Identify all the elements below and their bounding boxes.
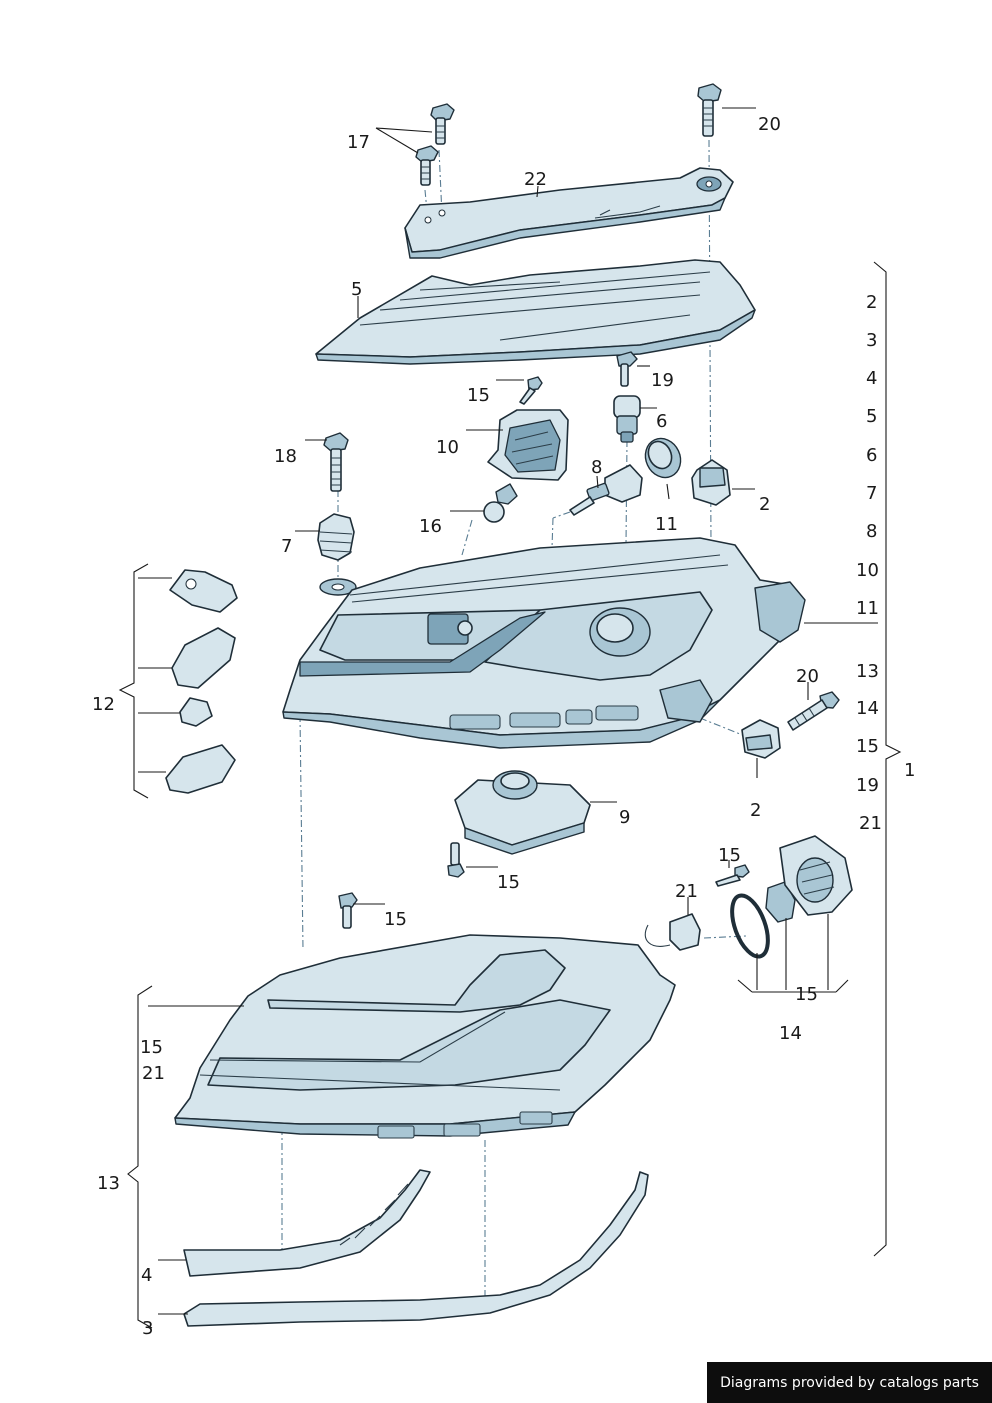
list-item: 4 <box>866 368 877 389</box>
list-item: 2 <box>866 292 877 313</box>
callout-17: 17 <box>347 132 370 153</box>
list-item: 8 <box>866 521 877 542</box>
callout-2-upper: 2 <box>759 494 770 515</box>
callout-21: 21 <box>675 881 698 902</box>
callout-13: 13 <box>97 1173 120 1194</box>
bulb-holder-6 <box>613 395 641 443</box>
callout-22: 22 <box>524 169 547 190</box>
screw-15-upper <box>519 376 543 405</box>
lower-housing <box>174 934 676 1139</box>
bolt-20-top <box>697 83 722 137</box>
list-item: 10 <box>856 560 879 581</box>
control-unit-9 <box>454 770 591 855</box>
bolt-20-right <box>787 691 840 731</box>
callout-15-left: 15 <box>384 909 407 930</box>
connector-2-upper <box>691 459 731 506</box>
credit-banner: Diagrams provided by catalogs parts <box>707 1362 992 1403</box>
clips-12 <box>165 569 238 794</box>
callout-9: 9 <box>619 807 630 828</box>
callout-15-group: 15 <box>795 984 818 1005</box>
callout-15-under-9: 15 <box>497 872 520 893</box>
leader-lines <box>138 107 878 1315</box>
bracket-22 <box>404 167 734 259</box>
callout-2-lower: 2 <box>750 800 761 821</box>
assembly-part-list: 2 3 4 5 6 7 8 10 11 13 14 15 19 21 <box>856 292 882 834</box>
callout-11: 11 <box>655 514 678 535</box>
list-item: 13 <box>856 661 879 682</box>
bolt-18 <box>323 432 349 492</box>
callout-8: 8 <box>591 457 602 478</box>
callout-4: 4 <box>141 1265 152 1286</box>
callout-18: 18 <box>274 446 297 467</box>
callout-15-upper: 15 <box>467 385 490 406</box>
list-item: 5 <box>866 406 877 427</box>
callout-14: 14 <box>779 1023 802 1044</box>
list-item: 19 <box>856 775 879 796</box>
callout-21-housing: 21 <box>142 1063 165 1084</box>
callout-20-top: 20 <box>758 114 781 135</box>
callout-12: 12 <box>92 694 115 715</box>
list-item: 15 <box>856 736 879 757</box>
screw-19 <box>616 351 638 387</box>
screw-15-left <box>338 892 358 929</box>
list-item: 21 <box>859 813 882 834</box>
headlight-housing <box>282 537 806 749</box>
trim-strip-5 <box>315 259 756 365</box>
callout-19: 19 <box>651 370 674 391</box>
cover-cap-10 <box>487 409 569 481</box>
callout-20-right: 20 <box>796 666 819 687</box>
callout-7: 7 <box>281 536 292 557</box>
cap-11 <box>644 437 682 479</box>
callout-5: 5 <box>351 279 362 300</box>
bulb-assembly-group <box>644 835 853 959</box>
list-item: 14 <box>856 698 879 719</box>
callout-6: 6 <box>656 411 667 432</box>
callout-15-housing: 15 <box>140 1037 163 1058</box>
braces <box>118 261 902 1329</box>
list-item: 7 <box>866 483 877 504</box>
callout-labels: 20 17 22 5 15 19 6 10 18 8 2 11 16 7 12 … <box>92 114 915 1339</box>
callout-3: 3 <box>142 1318 153 1339</box>
callout-10: 10 <box>436 437 459 458</box>
screw-15-under-9 <box>447 842 465 878</box>
bulb-16 <box>483 483 518 523</box>
list-item: 6 <box>866 445 877 466</box>
bulb-8 <box>569 464 643 516</box>
trim-strip-3 <box>183 1171 649 1327</box>
bolts-17 <box>415 103 455 186</box>
connector-2-lower <box>741 719 781 759</box>
callout-1: 1 <box>904 760 915 781</box>
callout-16: 16 <box>419 516 442 537</box>
adjuster-7 <box>317 513 357 596</box>
trim-strip-4 <box>183 1169 431 1277</box>
list-item: 11 <box>856 598 879 619</box>
callout-15-right: 15 <box>718 845 741 866</box>
list-item: 3 <box>866 330 877 351</box>
